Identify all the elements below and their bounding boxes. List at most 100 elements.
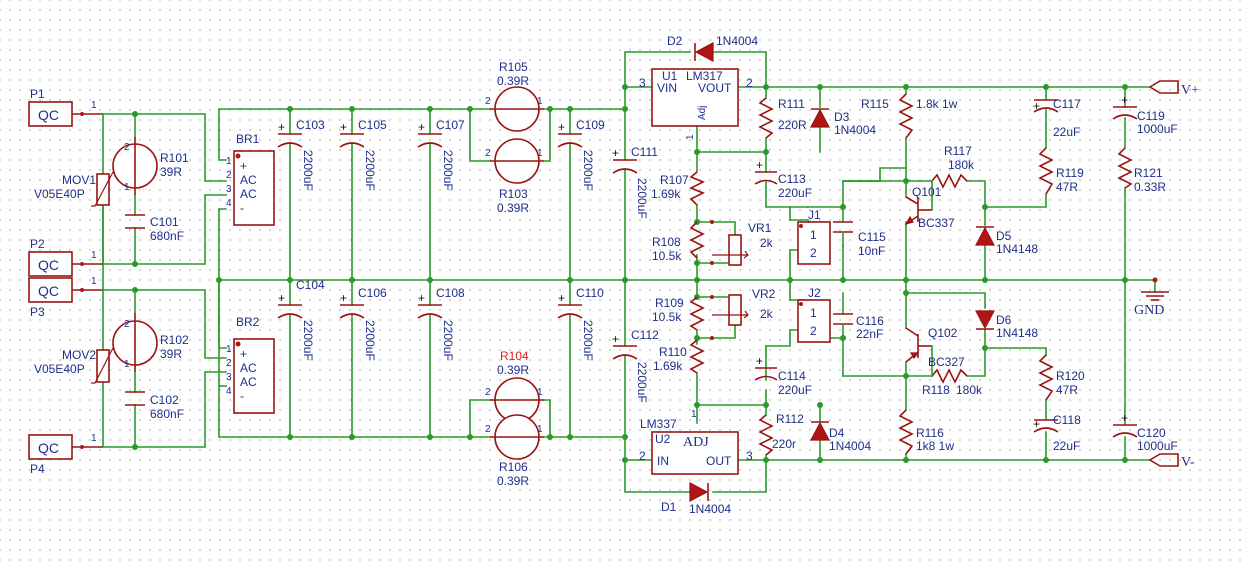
diode-d6[interactable]: D6 1N4148: [975, 310, 1038, 340]
thermistor-r102[interactable]: 2 1 R102 39R: [112, 313, 189, 372]
capacitor-c103[interactable]: + C103 2200uF: [277, 118, 325, 191]
diode-d1[interactable]: D1 1N4004: [661, 482, 731, 516]
ground-symbol[interactable]: GND: [1134, 277, 1169, 319]
diode-d2[interactable]: D2 1N4004: [667, 34, 758, 62]
varistor-mov1[interactable]: MOV1 V05E40P: [34, 171, 114, 207]
svg-text:10.5k: 10.5k: [652, 249, 682, 263]
capacitor-c111[interactable]: + C111 2200uF: [612, 145, 658, 219]
svg-text:MOV2: MOV2: [62, 348, 96, 362]
bridge-br2[interactable]: BR2 1 2 3 4 + AC AC -: [226, 315, 275, 414]
svg-text:2200uF: 2200uF: [363, 150, 377, 191]
diode-d3[interactable]: D3 1N4004: [810, 108, 876, 137]
transistor-q101[interactable]: Q101 BC337: [904, 180, 955, 230]
capacitor-c108[interactable]: + C108 2200uF: [417, 286, 465, 361]
svg-text:680nF: 680nF: [150, 407, 184, 421]
svg-text:D1: D1: [661, 500, 677, 514]
capacitor-c120[interactable]: + C120 1000uF: [1112, 411, 1178, 453]
resistor-r121[interactable]: R121 0.33R: [1117, 147, 1166, 194]
svg-text:Q101: Q101: [912, 185, 942, 199]
svg-text:2200uF: 2200uF: [441, 320, 455, 361]
svg-text:D2: D2: [667, 34, 683, 48]
capacitor-c112[interactable]: + C112 2200uF: [612, 328, 659, 403]
resistor-r116[interactable]: R116 1k8 1w: [898, 409, 954, 455]
resistor-r112[interactable]: R112 220r: [758, 412, 804, 456]
capacitor-c119[interactable]: + C119 1000uF: [1112, 93, 1178, 136]
svg-text:C118: C118: [1053, 413, 1081, 427]
pot-vr2[interactable]: VR2 2k: [710, 287, 776, 340]
capacitor-c115[interactable]: C115 10nF: [833, 221, 886, 258]
svg-text:VOUT: VOUT: [698, 81, 732, 95]
capacitor-c105[interactable]: + C105 2200uF: [339, 118, 387, 191]
resistor-r118[interactable]: R118 180k: [922, 368, 983, 397]
capacitor-c107[interactable]: + C107 2200uF: [417, 118, 465, 191]
svg-text:ADJ: ADJ: [683, 435, 709, 450]
svg-text:1: 1: [810, 228, 817, 242]
svg-text:2k: 2k: [760, 307, 774, 321]
header-j1[interactable]: J1 1 2: [797, 208, 831, 265]
svg-text:C115: C115: [858, 230, 886, 244]
svg-text:R103: R103: [499, 187, 528, 201]
diode-d4[interactable]: D4 1N4004: [810, 421, 871, 453]
port-vplus[interactable]: V+: [1148, 80, 1199, 98]
resistor-r107[interactable]: R107 1.69k: [651, 171, 705, 206]
capacitor-c101[interactable]: C101 680nF: [125, 214, 184, 243]
svg-text:+: +: [340, 291, 347, 305]
svg-text:BC327: BC327: [928, 355, 965, 369]
connector-p3[interactable]: QC P3 1: [28, 276, 102, 319]
pot-vr1[interactable]: VR1 2k: [710, 220, 774, 266]
resistor-r119[interactable]: R119 47R: [1038, 147, 1084, 195]
connector-p4[interactable]: QC P4 1: [28, 433, 102, 476]
capacitor-c109[interactable]: + C109 2200uF: [557, 118, 605, 191]
bridge-br1[interactable]: BR1 1 2 3 4 + AC AC -: [226, 132, 275, 226]
svg-text:2: 2: [124, 319, 130, 330]
capacitor-c116[interactable]: C116 22nF: [833, 313, 884, 341]
capacitor-c102[interactable]: C102 680nF: [125, 391, 184, 421]
resistor-r109[interactable]: R109 10.5k: [652, 296, 705, 331]
resistor-r120[interactable]: R120 47R: [1038, 354, 1085, 401]
svg-text:2: 2: [485, 96, 491, 107]
svg-text:R101: R101: [160, 151, 189, 165]
svg-text:C106: C106: [358, 286, 387, 300]
resistor-r103[interactable]: 2 1 R103 0.39R: [485, 138, 544, 215]
svg-text:C113: C113: [778, 172, 806, 186]
svg-text:IN: IN: [657, 454, 669, 468]
svg-text:1: 1: [685, 134, 696, 140]
regulator-u1[interactable]: U1 LM317 VIN VOUT Adj 3 2 1: [639, 68, 753, 140]
resistor-r117[interactable]: R117 180k: [931, 144, 975, 189]
capacitor-c117[interactable]: + C117 22uF: [1033, 97, 1081, 139]
transistor-q102[interactable]: Q102 BC327: [905, 326, 965, 377]
port-vminus[interactable]: V-: [1148, 453, 1195, 470]
capacitor-c113[interactable]: + C113 220uF: [754, 158, 812, 200]
capacitor-c104[interactable]: + C104 2200uF: [277, 278, 325, 361]
resistor-r105[interactable]: 2 1 R105 0.39R: [485, 60, 544, 132]
svg-text:R119: R119: [1056, 166, 1084, 180]
resistor-r104[interactable]: 2 1 R104 0.39R: [485, 349, 544, 423]
svg-text:3: 3: [639, 76, 646, 90]
thermistor-r101[interactable]: 2 1 R101 39R: [112, 137, 189, 195]
resistor-r110[interactable]: R110 1.69k: [653, 339, 705, 374]
svg-text:2: 2: [485, 387, 491, 398]
regulator-u2[interactable]: LM337 U2 ADJ IN OUT 2 3 1: [639, 409, 753, 475]
diode-d5[interactable]: D5 1N4148: [975, 226, 1038, 256]
svg-text:VR1: VR1: [748, 221, 772, 235]
resistor-r111[interactable]: R111 220R: [758, 97, 807, 139]
header-j2[interactable]: J2 1 2: [797, 286, 831, 343]
svg-text:3: 3: [746, 449, 753, 463]
varistor-mov2[interactable]: MOV2 V05E40P: [34, 347, 114, 384]
svg-text:P2: P2: [30, 237, 45, 251]
svg-text:1: 1: [91, 250, 97, 261]
svg-text:C110: C110: [576, 286, 604, 300]
svg-text:39R: 39R: [160, 347, 182, 361]
svg-text:C117: C117: [1053, 97, 1081, 111]
resistor-r106[interactable]: 2 1 R106 0.39R: [485, 414, 544, 488]
capacitor-c110[interactable]: + C110 2200uF: [557, 286, 604, 361]
capacitor-c114[interactable]: + C114 220uF: [754, 354, 812, 397]
capacitor-c118[interactable]: + C118 22uF: [1033, 413, 1081, 453]
svg-text:2200uF: 2200uF: [301, 320, 315, 361]
connector-p1[interactable]: QC P1 1: [28, 87, 102, 127]
connector-p2[interactable]: QC P2 1: [28, 237, 102, 277]
resistor-r108[interactable]: R108 10.5k: [652, 221, 705, 263]
capacitor-c106[interactable]: + C106 2200uF: [339, 286, 387, 361]
svg-text:U1: U1: [662, 69, 678, 83]
resistor-r115[interactable]: R115 1.8k 1w: [861, 93, 958, 139]
